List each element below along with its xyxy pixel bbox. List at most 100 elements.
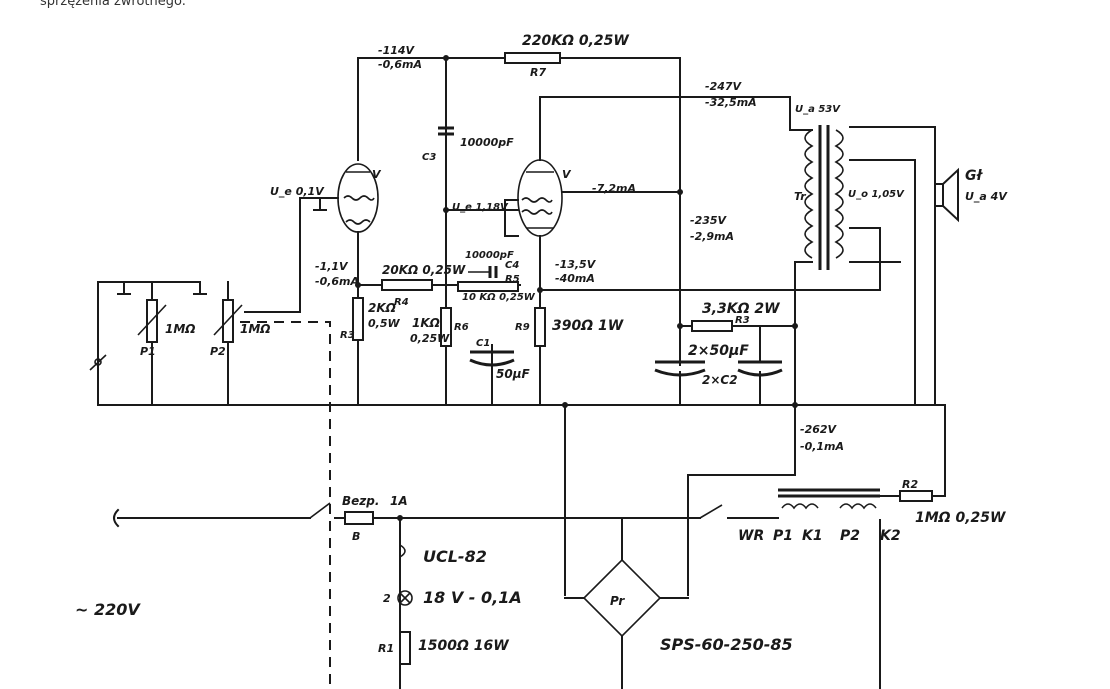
p1-value: 1MΩ [165, 322, 196, 336]
c3-ref: C3 [422, 152, 436, 163]
r1-value: 1500Ω 16W [418, 638, 509, 654]
junction-dot [562, 402, 568, 408]
tr-feedback-line [539, 227, 881, 291]
v2-anode-line [539, 96, 791, 161]
r6-resistor [440, 307, 452, 347]
p2-tap: P2 [840, 528, 860, 544]
p2-wiper [213, 304, 243, 336]
rectifier-ref: Pr [610, 594, 625, 608]
lamp-x2 [399, 592, 411, 604]
v2-feedback-loop [504, 199, 519, 237]
tube-heater [399, 544, 406, 558]
v1-grid-line [244, 197, 339, 313]
k1-tap: K1 [802, 528, 823, 544]
r2-resistor [899, 490, 933, 502]
ht-winding-1 [781, 503, 819, 510]
r11-ref: R3 [735, 315, 750, 326]
r1-resistor [399, 631, 411, 665]
v2-screen-current: -7,2mA [592, 182, 636, 195]
c2-value: 2×50μF [688, 343, 749, 359]
gl-voltage: U_a 4V [965, 190, 1008, 203]
v2-ref: V [562, 168, 572, 181]
r6-power: 0,25W [410, 332, 450, 345]
caption-text: sprzężenia zwrotnego. [40, 0, 186, 9]
r5-resistor [457, 281, 519, 292]
tr-primary [804, 129, 814, 259]
v2-grid-voltage: U_e 1,18V [452, 202, 509, 213]
r4-ref: R4 [394, 297, 409, 308]
v1-top-voltage: -114V [378, 44, 416, 57]
v1-top-current: -0,6mA [378, 58, 422, 71]
c3-value: 10000pF [460, 136, 514, 149]
junction-dot [677, 323, 683, 329]
c1-ref: C1 [476, 338, 490, 349]
v1-ref: V [372, 168, 382, 181]
switch-lever [309, 502, 331, 519]
gl-ref: Gł [965, 168, 983, 184]
tr-sec-top [849, 126, 936, 406]
tr-ref: Tr [794, 190, 806, 203]
ht-winding-2 [839, 503, 877, 510]
input-jack-dot [94, 358, 102, 366]
r3-power: 0,5W [368, 317, 400, 330]
supply-voltage: -262V [800, 423, 838, 436]
v2-cathode-current: -40mA [555, 272, 595, 285]
r6-value: 1KΩ [412, 316, 440, 330]
r3-value: 2KΩ [368, 301, 396, 315]
screen-current: -2,9mA [690, 230, 734, 243]
r2-value: 1MΩ 0,25W [915, 510, 1006, 526]
junction-dot [397, 515, 403, 521]
p1-ref: P1 [140, 345, 156, 358]
k2-tap: K2 [880, 528, 901, 544]
tr-sec-tap1 [849, 159, 916, 406]
p2-ref: P2 [210, 345, 226, 358]
r11-line [679, 325, 796, 406]
r11-value: 3,3KΩ 2W [702, 301, 780, 317]
fuse [344, 511, 374, 525]
lamp [397, 590, 413, 606]
tube-label: UCL-82 [423, 547, 487, 566]
cathode-v1-current: -0,6mA [315, 275, 359, 288]
bezp-label: Bezp. [342, 494, 379, 508]
screen-voltage: -235V [690, 214, 728, 227]
p1-tap: P1 [773, 528, 793, 544]
lamp-value: 18 V - 0,1A [423, 588, 522, 607]
r5-ref: R5 [505, 274, 520, 285]
uo-label: U_o 1,05V [848, 189, 905, 200]
r7-resistor [504, 52, 561, 64]
r4-value: 20KΩ 0,25W [382, 263, 466, 277]
v1-cathode [345, 219, 371, 225]
junction-dot [792, 402, 798, 408]
r11-resistor [691, 320, 733, 332]
mechanical-link [240, 321, 331, 689]
wr-switch [699, 504, 723, 519]
tr-secondary [834, 129, 844, 259]
p2-value: 1MΩ [240, 322, 271, 336]
c2-ref: 2×C2 [702, 373, 738, 387]
r6-ref: R6 [454, 322, 469, 333]
ua-label: U_a 53V [795, 104, 841, 115]
speaker-cone [942, 167, 959, 223]
r3-resistor [352, 297, 364, 341]
tr-primary-bottom [794, 261, 813, 327]
c4-ref: C4 [505, 260, 519, 271]
r3-ref: R3 [340, 330, 355, 341]
r4-resistor [381, 279, 433, 291]
junction-dot [443, 207, 449, 213]
wr-label: WR [738, 528, 764, 544]
v2-grid1 [521, 197, 553, 203]
junction-dot [355, 282, 361, 288]
supply-current: -0,1mA [800, 440, 844, 453]
lamp-num: 2 [383, 592, 391, 605]
c1-plate-bottom [469, 358, 515, 367]
r5-value: 10 KΩ 0,25W [462, 292, 536, 303]
bezp-ref: B [352, 530, 360, 543]
junction-dot [537, 287, 543, 293]
mains-plug [113, 508, 120, 528]
c1-value: 50μF [496, 367, 531, 381]
v2-grid2 [521, 209, 553, 215]
r2-ref: R2 [902, 478, 918, 491]
v2-anode-current: -32,5mA [705, 96, 757, 109]
r9-value: 390Ω 1W [552, 318, 624, 334]
p1-wiper [137, 304, 167, 336]
